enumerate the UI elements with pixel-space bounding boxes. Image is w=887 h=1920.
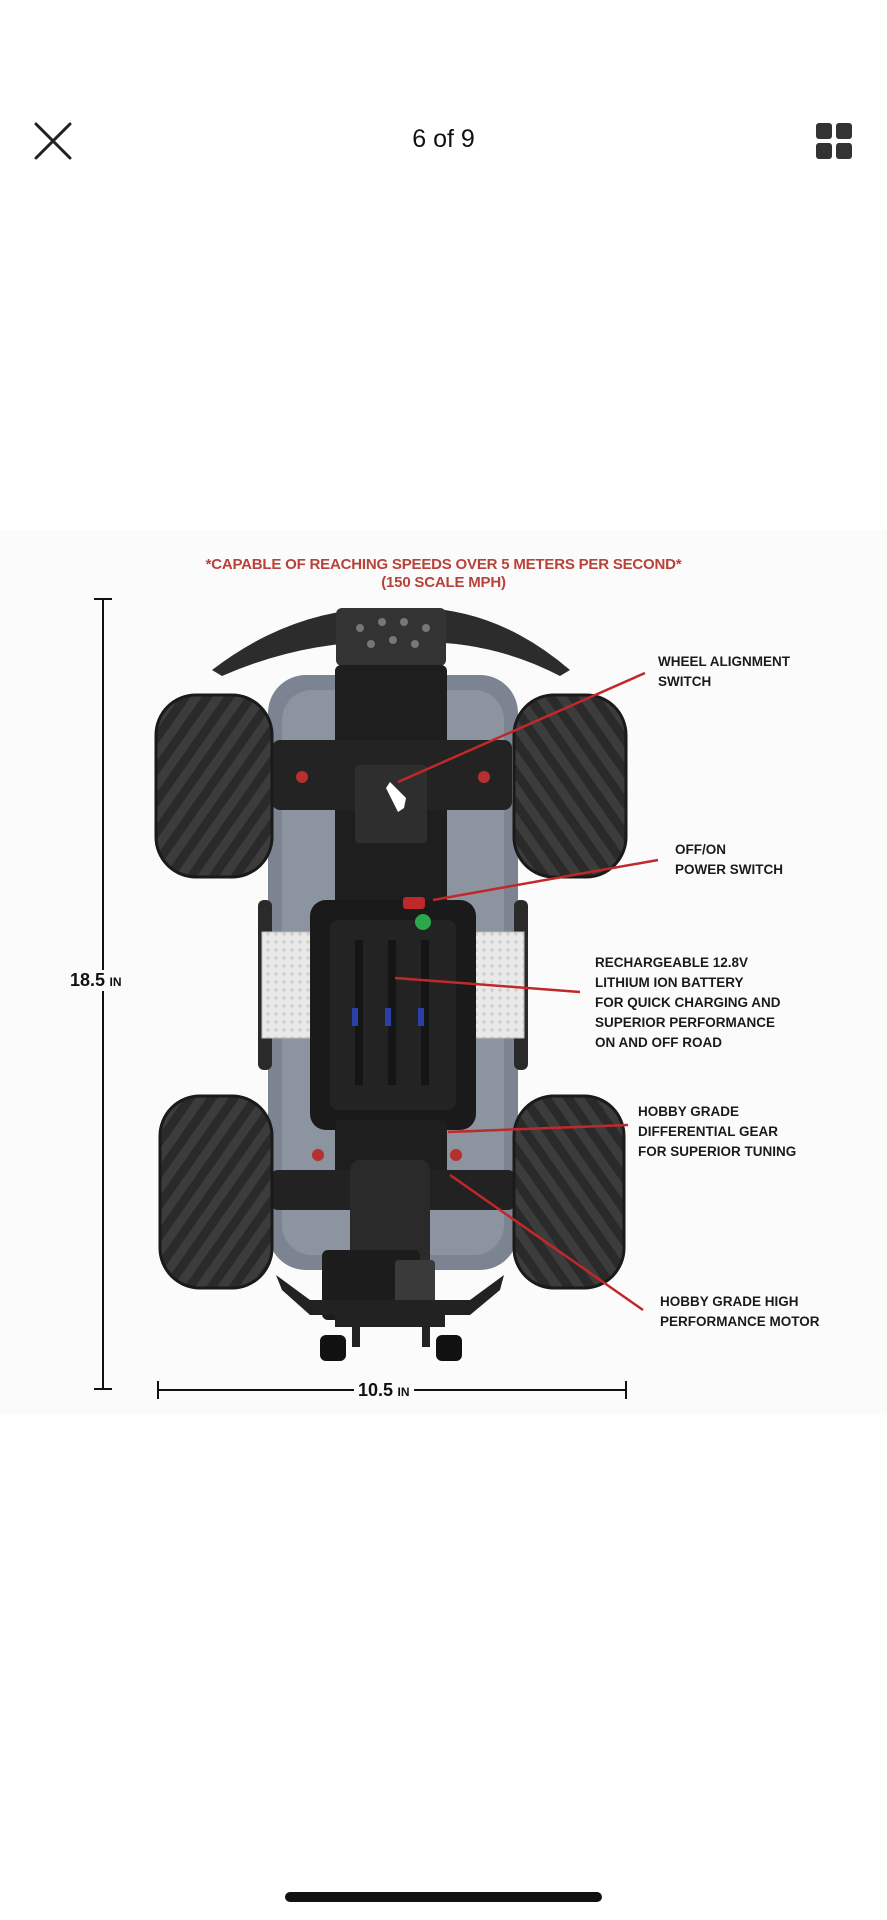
callout-line: FOR SUPERIOR TUNING xyxy=(638,1144,797,1159)
home-indicator[interactable] xyxy=(285,1892,602,1902)
callout-line: RECHARGEABLE 12.8V xyxy=(595,955,749,970)
callout-line: SUPERIOR PERFORMANCE xyxy=(595,1015,776,1030)
rc-car-underside-illustration xyxy=(94,598,659,1399)
width-value: 10.5 xyxy=(358,1380,394,1400)
callout-differential: HOBBY GRADE DIFFERENTIAL GEAR FOR SUPERI… xyxy=(638,1102,796,1162)
width-dimension-label: 10.5 IN xyxy=(354,1380,414,1401)
callout-leader-lines xyxy=(394,671,659,1312)
product-image[interactable]: *CAPABLE OF REACHING SPEEDS OVER 5 METER… xyxy=(0,530,887,1415)
close-icon xyxy=(34,122,72,160)
callout-wheel-alignment: WHEEL ALIGNMENT SWITCH xyxy=(658,652,790,692)
viewer-top-bar: 6 of 9 xyxy=(0,95,887,185)
height-unit: IN xyxy=(109,975,122,989)
height-dimension-label: 18.5 IN xyxy=(66,970,126,991)
callout-line: PERFORMANCE MOTOR xyxy=(660,1314,820,1329)
height-value: 18.5 xyxy=(70,970,106,990)
width-unit: IN xyxy=(397,1385,410,1399)
grid-view-button[interactable] xyxy=(815,122,853,160)
callout-power-switch: OFF/ON POWER SWITCH xyxy=(675,840,783,880)
callout-line: ON AND OFF ROAD xyxy=(595,1035,722,1050)
callout-motor: HOBBY GRADE HIGH PERFORMANCE MOTOR xyxy=(660,1292,820,1332)
callout-line: WHEEL ALIGNMENT xyxy=(658,654,790,669)
callout-line: OFF/ON xyxy=(675,842,726,857)
callout-line: POWER SWITCH xyxy=(675,862,783,877)
callout-line: SWITCH xyxy=(658,674,712,689)
callout-battery: RECHARGEABLE 12.8V LITHIUM ION BATTERY F… xyxy=(595,953,781,1053)
callout-line: HOBBY GRADE HIGH xyxy=(660,1294,799,1309)
callout-line: LITHIUM ION BATTERY xyxy=(595,975,744,990)
speed-caption-line1: *CAPABLE OF REACHING SPEEDS OVER 5 METER… xyxy=(205,556,682,573)
speed-caption-line2: (150 SCALE MPH) xyxy=(381,574,506,591)
grid-icon xyxy=(816,123,852,159)
image-counter: 6 of 9 xyxy=(412,125,475,153)
callout-line: FOR QUICK CHARGING AND xyxy=(595,995,781,1010)
callout-line: DIFFERENTIAL GEAR xyxy=(638,1124,779,1139)
callout-line: HOBBY GRADE xyxy=(638,1104,740,1119)
chassis xyxy=(270,665,516,1361)
close-button[interactable] xyxy=(30,118,76,164)
height-dimension-line xyxy=(94,598,112,1390)
